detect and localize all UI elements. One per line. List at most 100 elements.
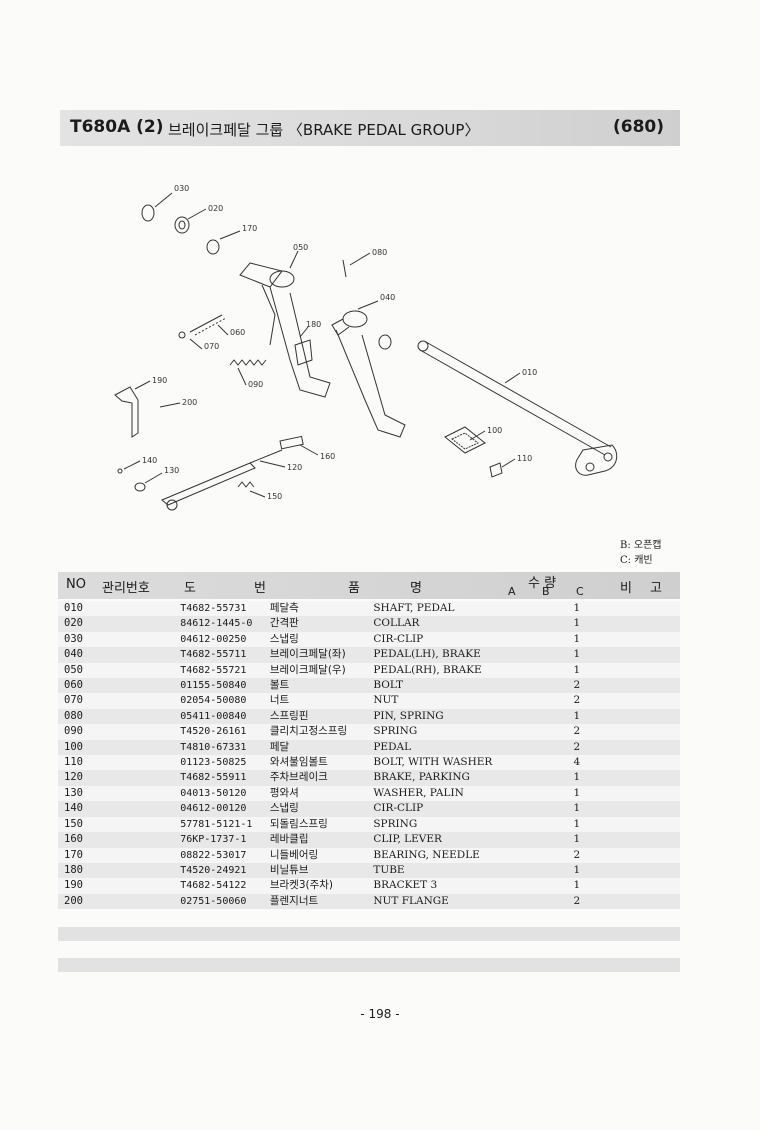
cell-korean-name: 스프링핀 [269,708,374,725]
cell-remarks [596,801,680,817]
cell-no: 130 [58,785,181,802]
cell-quantity: 2 [557,847,597,863]
exploded-parts-diagram: 030 020 170 050 080 040 180 060 070 090 … [114,184,618,511]
cell-no: 200 [58,893,181,910]
cell-english-name: BRAKE, PARKING [373,770,558,786]
cell-part-number: 04612-00250 [180,631,270,648]
cell-quantity: 2 [557,693,597,709]
header-do: 도 [184,581,196,596]
cell-korean-name: 브레이크페달(우) [269,662,374,679]
cell-quantity: 2 [557,678,597,694]
cell-korean-name: 브레이크페달(좌) [269,647,374,663]
cell-quantity: 2 [557,893,597,910]
cell-korean-name: 니들베어링 [269,847,374,863]
callout-120: 120 [287,463,302,472]
cell-no: 050 [58,662,181,679]
callout-150: 150 [267,492,282,501]
cell-english-name: BOLT, WITH WASHER [373,755,558,771]
header-qty: 수 량 [528,576,557,591]
cell-no: 040 [58,647,181,663]
callout-130: 130 [164,466,179,475]
cell-remarks [596,785,680,802]
cell-part-number: T4520-26161 [180,724,270,740]
cell-quantity: 1 [557,647,597,663]
header-mgmt: 관리번호 [102,581,150,596]
page-number: - 198 - [360,1007,400,1021]
cell-quantity: 1 [557,785,597,802]
group-header: T680A (2) 브레이크페달 그룹 〈BRAKE PEDAL GROUP〉 … [60,110,680,146]
cell-remarks [596,601,680,617]
cell-part-number: 84612-1445-0 [180,616,270,632]
cell-english-name: PEDAL [373,739,558,756]
callout-030: 030 [174,184,189,193]
cell-quantity: 1 [557,631,597,648]
cell-no: 010 [58,601,181,617]
cell-korean-name: 볼트 [269,678,374,694]
header-a: A [508,585,516,598]
cell-remarks [596,878,680,894]
cell-quantity: 1 [557,862,597,879]
legend-c: C: 캐빈 [620,555,653,566]
cell-korean-name: 주차브레이크 [269,770,374,786]
cell-quantity: 1 [557,801,597,817]
cell-korean-name: 플렌지너트 [269,893,374,910]
cell-english-name: PEDAL(RH), BRAKE [373,662,558,679]
cell-korean-name: 너트 [269,693,374,709]
cell-korean-name: 스냅링 [269,631,374,648]
cell-part-number: 04013-50120 [180,785,270,802]
callout-110: 110 [517,454,532,463]
cell-no: 030 [58,631,181,648]
callout-190: 190 [152,376,167,385]
cell-no: 140 [58,801,181,817]
header-pum: 품 [348,581,360,596]
cell-remarks [596,708,680,725]
cell-part-number: T4520-24921 [180,862,270,879]
cell-korean-name: 되돌림스프링 [269,816,374,833]
cell-remarks [596,662,680,679]
cell-quantity: 1 [557,816,597,833]
cell-remarks [596,693,680,709]
cell-no: 070 [58,693,181,709]
header-bi: 비 [620,581,632,596]
cell-no: 180 [58,862,181,879]
cell-remarks [596,631,680,648]
cell-quantity: 1 [557,832,597,848]
cell-no: 150 [58,816,181,833]
callout-020: 020 [208,204,223,213]
header-myeong: 명 [410,581,422,596]
cell-part-number: 02054-50080 [180,693,270,709]
cell-korean-name: 페달 [269,739,374,756]
cell-english-name: COLLAR [373,616,558,632]
cell-korean-name: 클리치고정스프링 [269,724,374,740]
cell-part-number: 01155-50840 [180,678,270,694]
cell-quantity: 4 [557,755,597,771]
cell-remarks [596,832,680,848]
callout-010: 010 [522,368,537,377]
cell-korean-name: 간격판 [269,616,374,632]
cell-no: 020 [58,616,181,632]
cell-english-name: CLIP, LEVER [373,832,558,848]
cell-part-number: T4682-55711 [180,647,270,663]
cell-remarks [596,755,680,771]
callout-080: 080 [372,248,387,257]
cell-no: 090 [58,724,181,740]
callout-180: 180 [306,320,321,329]
callout-040: 040 [380,293,395,302]
group-title: 브레이크페달 그룹 〈BRAKE PEDAL GROUP〉 [168,121,480,139]
cell-korean-name: 스냅링 [269,801,374,817]
cell-part-number: T4682-54122 [180,878,270,894]
table-filler-row [58,927,680,941]
cell-part-number: T4810-67331 [180,739,270,756]
